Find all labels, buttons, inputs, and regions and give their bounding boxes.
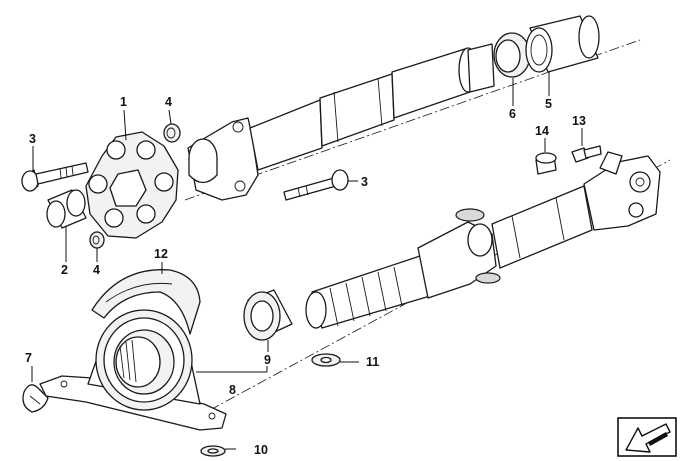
center-bearing-part xyxy=(39,309,227,431)
washer-part xyxy=(311,353,341,367)
collar-nut-part xyxy=(535,152,557,175)
bolt-part-left xyxy=(21,162,89,192)
footer-strip xyxy=(0,452,60,461)
hex-nut-part-upper xyxy=(163,123,181,143)
callout-numbers: 1 2 3 3 4 4 5 6 7 8 9 10 11 12 13 14 xyxy=(25,95,586,457)
callout-2: 2 xyxy=(61,263,68,277)
callout-13: 13 xyxy=(572,114,586,128)
callout-8: 8 xyxy=(229,383,236,397)
flex-disc-part xyxy=(85,131,179,239)
leader-lines xyxy=(31,72,583,450)
sleeve-part xyxy=(525,15,600,73)
heat-shield-part xyxy=(91,269,201,335)
callout-1: 1 xyxy=(120,95,127,109)
callout-9: 9 xyxy=(264,353,271,367)
callout-3-right: 3 xyxy=(361,175,368,189)
callout-14: 14 xyxy=(535,124,549,138)
ball-bearing-part xyxy=(243,289,293,341)
callout-11: 11 xyxy=(366,355,379,369)
callout-7: 7 xyxy=(25,351,32,365)
bushing-part xyxy=(46,189,87,229)
callout-6: 6 xyxy=(509,107,516,121)
retaining-clip-part xyxy=(22,384,49,413)
hex-bolt-part-small xyxy=(571,145,602,163)
bolt-part-right xyxy=(283,169,349,201)
washer-part-bottom xyxy=(200,445,226,457)
callout-12: 12 xyxy=(154,247,168,261)
diagonal-arrow-icon xyxy=(617,417,677,457)
lower-drive-shaft xyxy=(209,151,671,411)
callout-4: 4 xyxy=(165,95,172,109)
hex-nut-part-lower xyxy=(89,231,105,249)
upper-drive-shaft xyxy=(184,39,641,201)
callout-3: 3 xyxy=(29,132,36,146)
callout-4-lower: 4 xyxy=(93,263,100,277)
sealing-ring-part xyxy=(493,32,531,78)
callout-10: 10 xyxy=(254,443,268,457)
callout-5: 5 xyxy=(545,97,552,111)
